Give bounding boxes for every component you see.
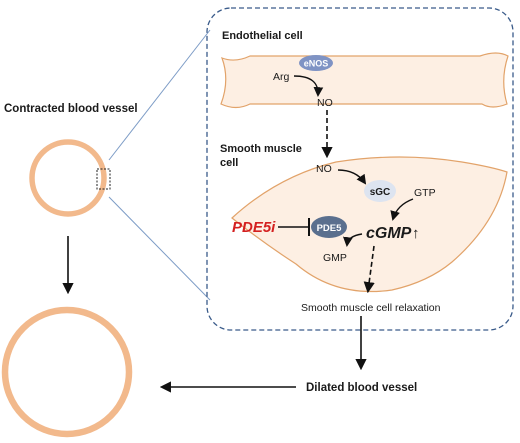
arg-label: Arg [273,71,290,83]
endothelial-cell-shape [220,52,509,109]
enos-label: eNOS [304,59,329,69]
dilated-vessel-ring [1,306,133,438]
zoom-line-bottom [108,196,211,301]
enos-enzyme [299,55,333,71]
contracted-vessel-ring [29,139,107,217]
relaxation-label: Smooth muscle cell relaxation [301,302,441,314]
pde5-label: PDE5 [317,223,343,234]
cgmp-increase-arrow: ↑ [412,225,420,242]
no-smooth-label: NO [316,163,332,175]
sgc-label: sGC [370,187,391,198]
zoom-frame [206,7,514,331]
dilated-vessel-label: Dilated blood vessel [306,382,417,394]
no-to-sgc-arrow [337,169,367,185]
zoom-line-top [108,29,211,161]
smooth-muscle-label-line1: Smooth muscle [220,143,302,155]
no-endothelial-label: NO [317,97,333,109]
zoom-selection-box [96,168,111,190]
sgc-enzyme [364,180,396,202]
gtp-label: GTP [414,187,436,199]
cgmp-to-gmp-arrow [343,233,363,247]
contracted-vessel-label: Contracted blood vessel [4,103,138,115]
smooth-muscle-cell-shape [231,156,508,293]
smooth-muscle-label-line2: cell [220,157,238,169]
pde5-enzyme [311,216,347,238]
endothelial-cell-label: Endothelial cell [222,30,303,42]
gtp-to-cgmp-arrow [390,198,414,221]
cgmp-label: cGMP [366,225,412,242]
gmp-label: GMP [323,252,347,264]
arg-to-no-arrow [293,75,324,97]
pde5i-label: PDE5i [232,219,276,236]
